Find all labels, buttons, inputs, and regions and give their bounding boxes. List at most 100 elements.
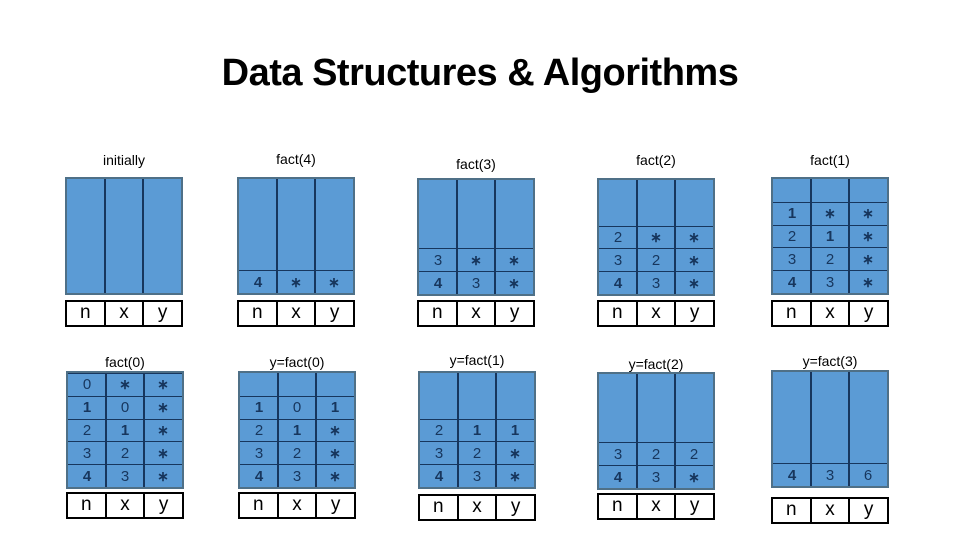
footer-cell-x: x — [104, 494, 144, 517]
stack-label: fact(0) — [105, 354, 145, 370]
footer-cell-y: y — [848, 302, 887, 325]
column-divider — [810, 372, 812, 486]
footer-cell-n: n — [81, 493, 92, 515]
stack-cell: ∗ — [157, 422, 169, 438]
stack-cell: 3 — [825, 273, 835, 291]
column-divider — [848, 372, 850, 486]
stack-cell: 3 — [787, 250, 797, 268]
footer-cell-n: n — [433, 495, 444, 517]
stack-cell: 2 — [472, 444, 482, 462]
column-divider — [810, 179, 812, 293]
stack-cell: ∗ — [329, 422, 341, 438]
stack-cell: 1 — [82, 399, 92, 417]
stack-cell: 2 — [120, 444, 130, 462]
footer-cell-y: y — [848, 499, 887, 522]
column-divider — [636, 374, 638, 488]
footer-cell-y: y — [495, 496, 534, 519]
stack-label: y=fact(3) — [802, 353, 858, 369]
footer-cell-y: y — [315, 494, 354, 517]
stack-row: 4 3 ∗ — [68, 464, 182, 487]
stack-cell: ∗ — [862, 250, 874, 267]
stack-cell: 4 — [433, 274, 443, 292]
stack-cell: 3 — [471, 274, 481, 292]
stack-cell: 4 — [613, 468, 623, 486]
stack-cell: 1 — [330, 399, 340, 417]
stack-cell: 0 — [82, 376, 92, 394]
stack-cell: ∗ — [157, 399, 169, 416]
stack-label: fact(2) — [636, 152, 676, 168]
stack-cell: ∗ — [862, 205, 874, 222]
footer-cell-n: n — [786, 301, 797, 323]
stack-cell: ∗ — [508, 251, 520, 268]
footer-cell-x: x — [275, 302, 315, 325]
column-divider — [277, 373, 279, 487]
stack-cell: 3 — [434, 444, 444, 462]
stack-cell: ∗ — [508, 274, 520, 291]
stack-cell: 2 — [292, 444, 302, 462]
stack-cell: 3 — [433, 251, 443, 269]
stack-cell: ∗ — [157, 467, 169, 484]
slide-title: Data Structures & Algorithms — [221, 52, 739, 94]
footer-cell-x: x — [809, 499, 849, 522]
footer-cell-x: x — [276, 494, 316, 517]
stack-cell: 0 — [292, 399, 302, 417]
column-divider — [495, 373, 497, 487]
column-divider — [674, 374, 676, 488]
column-divider — [314, 179, 316, 293]
stack-cell: 2 — [82, 422, 92, 439]
stack-row: 1∗∗ — [773, 201, 887, 225]
stack-cell: 2 — [651, 251, 661, 269]
stack-label: fact(4) — [276, 151, 316, 167]
column-divider — [315, 373, 317, 487]
footer-cell-n: n — [786, 498, 797, 520]
stack-cell: 3 — [651, 468, 661, 486]
stack-cell: 4 — [787, 466, 797, 484]
stack-row: 0∗∗ — [68, 373, 182, 396]
footer-cell-y: y — [143, 494, 182, 517]
stack-cell: 2 — [787, 228, 797, 245]
stack-cell: 1 — [120, 422, 130, 439]
stack-label: y=fact(0) — [269, 354, 325, 370]
stack-row: 4∗∗ — [239, 270, 353, 293]
column-divider — [457, 373, 459, 487]
stack-cell: 4 — [82, 467, 92, 485]
stack-cell: 3 — [120, 467, 130, 485]
stack-row: 2∗∗ — [599, 225, 713, 249]
stack-cell: 2 — [434, 422, 444, 439]
stack-row: 2 1 ∗ — [68, 418, 182, 442]
column-divider — [104, 179, 106, 293]
column-divider — [105, 373, 107, 487]
stack-cell: 3 — [613, 445, 623, 463]
stack-cell: ∗ — [650, 229, 662, 245]
stack-cell: 2 — [254, 422, 264, 439]
stack-row: 3∗∗ — [419, 248, 533, 271]
stack-label: y=fact(1) — [449, 352, 505, 368]
